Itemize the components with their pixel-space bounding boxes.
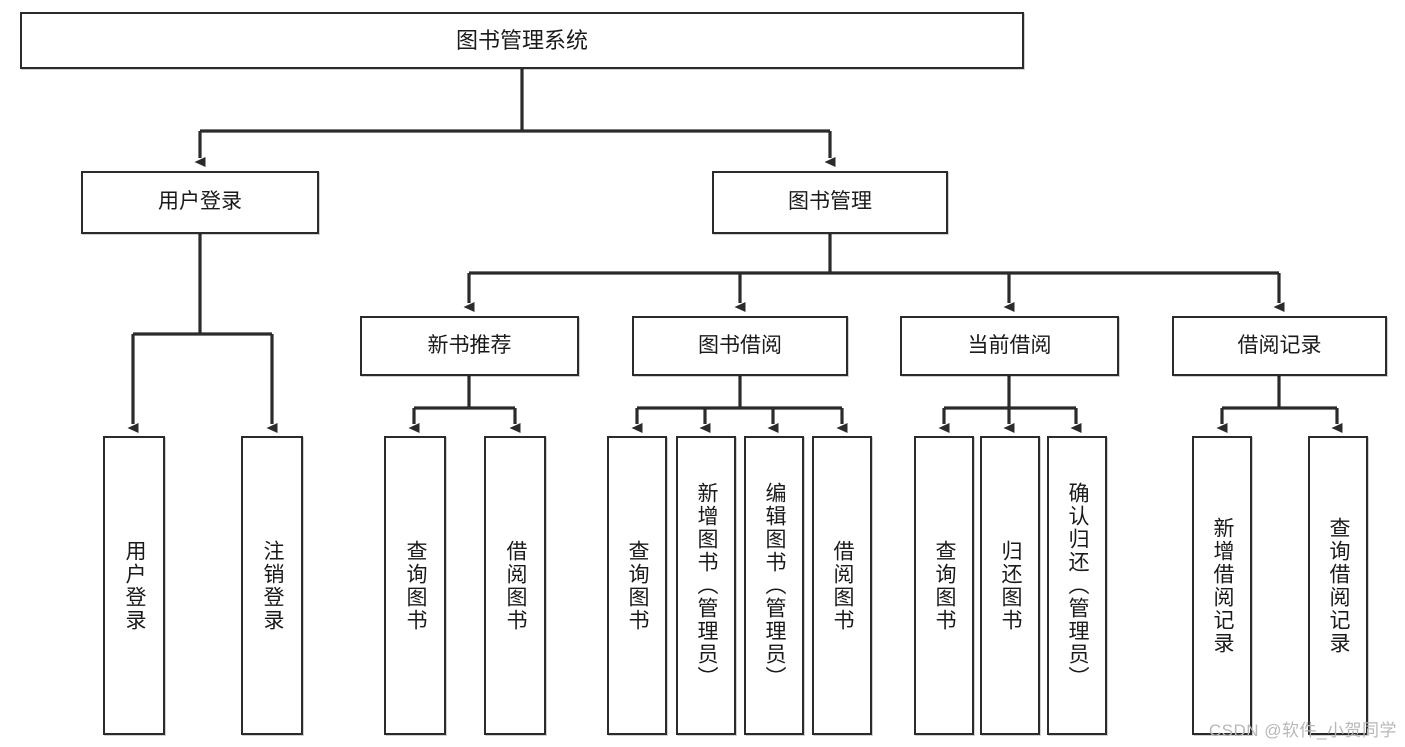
node-leaf-confirm-return[interactable]: 确认归还（管理员） — [1047, 436, 1107, 735]
node-leaf-borrow-book-1-label: 借阅图书 — [504, 539, 528, 632]
node-leaf-query-record[interactable]: 查询借阅记录 — [1308, 436, 1368, 735]
node-leaf-return-book[interactable]: 归还图书 — [980, 436, 1040, 735]
node-leaf-query-book-1[interactable]: 查询图书 — [384, 436, 446, 735]
node-leaf-add-book[interactable]: 新增图书（管理员） — [676, 436, 736, 735]
node-book-borrow[interactable]: 图书借阅 — [632, 316, 848, 376]
node-leaf-logout[interactable]: 注销登录 — [241, 436, 303, 735]
node-book-manage-label: 图书管理 — [788, 190, 872, 214]
node-user-login-label: 用户登录 — [158, 190, 242, 214]
node-new-book-recommend[interactable]: 新书推荐 — [360, 316, 579, 376]
node-leaf-edit-book-label: 编辑图书（管理员） — [763, 482, 787, 689]
node-borrow-record[interactable]: 借阅记录 — [1172, 316, 1387, 376]
node-leaf-query-book-3[interactable]: 查询图书 — [914, 436, 974, 735]
node-leaf-add-book-label: 新增图书（管理员） — [695, 482, 719, 689]
node-leaf-borrow-book-2-label: 借阅图书 — [831, 539, 855, 632]
node-borrow-record-label: 借阅记录 — [1237, 333, 1322, 357]
node-book-manage[interactable]: 图书管理 — [712, 171, 948, 234]
node-leaf-confirm-return-label: 确认归还（管理员） — [1066, 482, 1090, 689]
node-leaf-add-record-label: 新增借阅记录 — [1211, 516, 1235, 655]
node-leaf-query-record-label: 查询借阅记录 — [1327, 516, 1351, 655]
node-leaf-query-book-2[interactable]: 查询图书 — [607, 436, 667, 735]
node-user-login[interactable]: 用户登录 — [81, 171, 319, 234]
node-new-book-recommend-label: 新书推荐 — [427, 333, 512, 357]
node-leaf-query-book-1-label: 查询图书 — [404, 539, 428, 632]
node-root-label: 图书管理系统 — [455, 27, 588, 53]
node-leaf-borrow-book-2[interactable]: 借阅图书 — [812, 436, 872, 735]
node-current-borrow[interactable]: 当前借阅 — [900, 316, 1119, 376]
node-leaf-user-login-label: 用户登录 — [123, 539, 147, 632]
node-leaf-return-book-label: 归还图书 — [999, 539, 1023, 632]
node-leaf-user-login[interactable]: 用户登录 — [103, 436, 165, 735]
node-book-borrow-label: 图书借阅 — [698, 333, 782, 357]
node-leaf-borrow-book-1[interactable]: 借阅图书 — [484, 436, 546, 735]
node-current-borrow-label: 当前借阅 — [967, 333, 1052, 357]
node-root[interactable]: 图书管理系统 — [20, 12, 1024, 69]
node-leaf-logout-label: 注销登录 — [261, 539, 285, 632]
watermark: CSDN @软件_小贺同学 — [1208, 721, 1397, 740]
node-leaf-query-book-2-label: 查询图书 — [626, 539, 650, 632]
node-leaf-query-book-3-label: 查询图书 — [933, 539, 957, 632]
node-leaf-edit-book[interactable]: 编辑图书（管理员） — [744, 436, 804, 735]
node-leaf-add-record[interactable]: 新增借阅记录 — [1192, 436, 1252, 735]
